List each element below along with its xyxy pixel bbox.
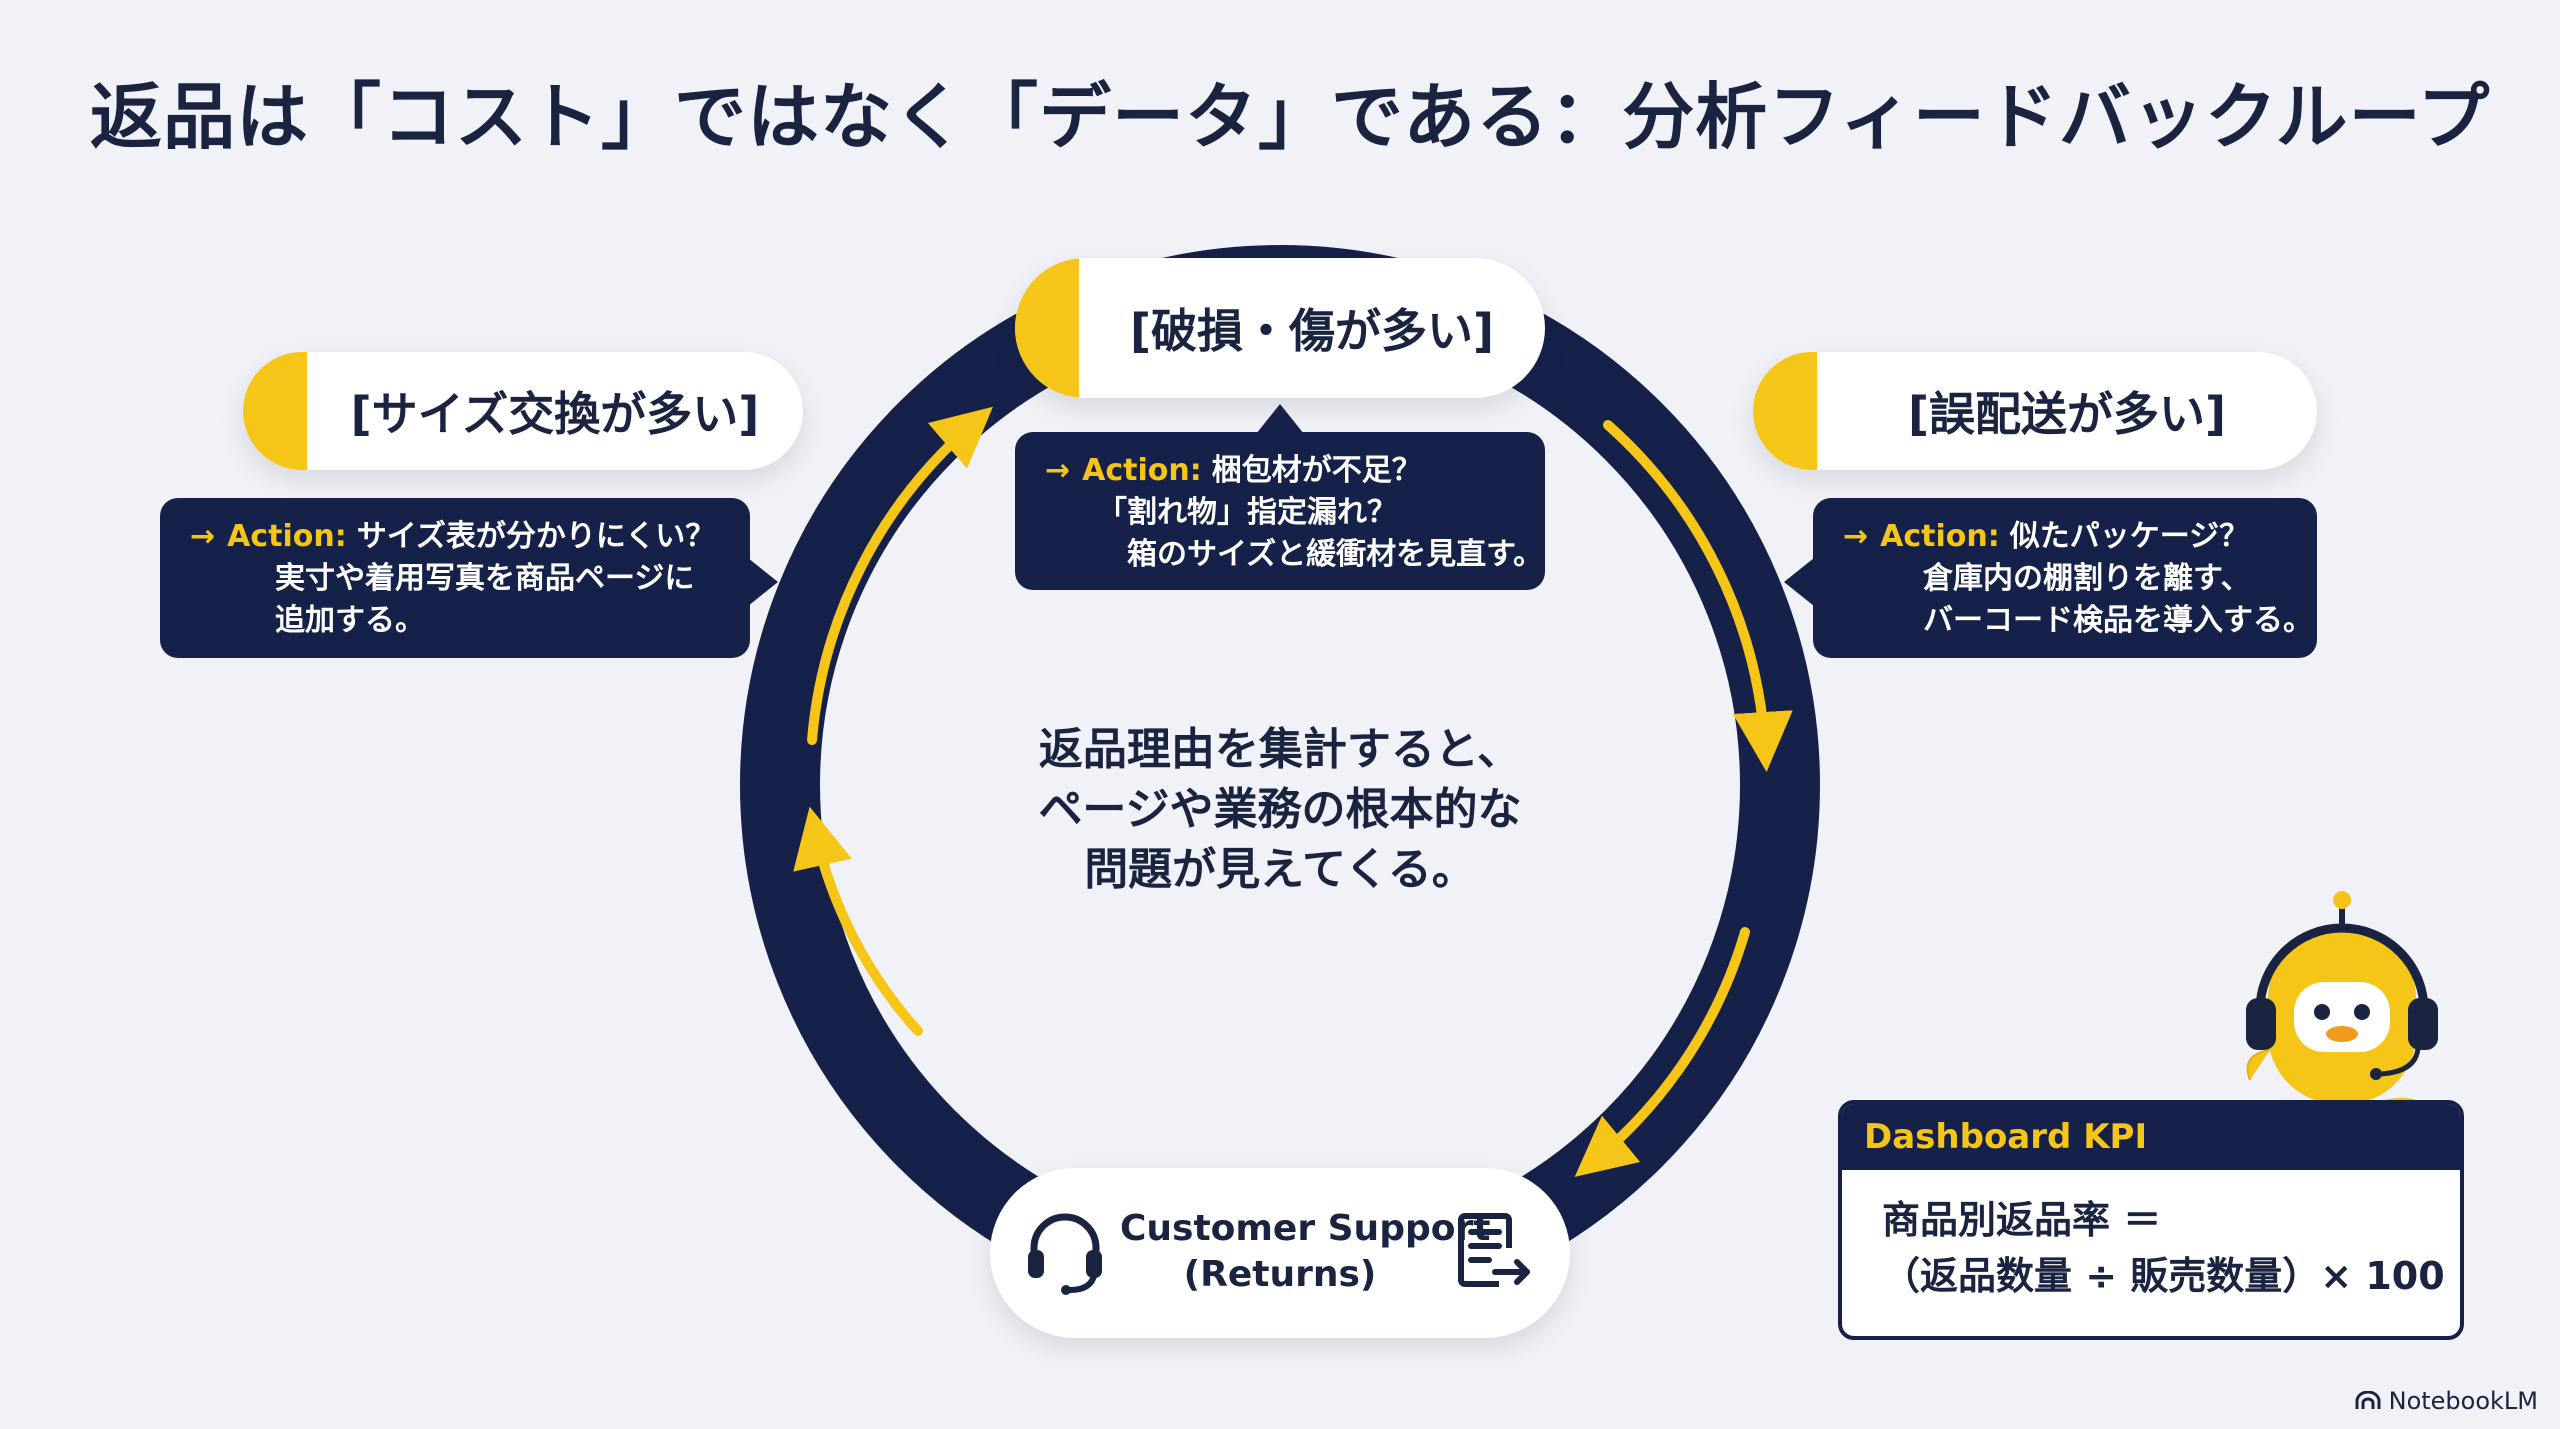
action-text: 追加する。: [275, 603, 425, 638]
callout-pointer: [1256, 404, 1304, 434]
node-size-exchange: [サイズ交換が多い]: [243, 352, 803, 470]
document-export-icon: [1458, 1213, 1530, 1287]
center-line: ページや業務の根本的な: [1038, 784, 1522, 835]
arrow-right-icon: →: [1045, 453, 1071, 488]
center-message: 返品理由を集計すると、 ページや業務の根本的な 問題が見えてくる。: [930, 720, 1630, 900]
center-line: 返品理由を集計すると、: [1038, 724, 1522, 775]
loop-arrow-right-lower: [1574, 927, 1750, 1177]
action-label: Action:: [1082, 453, 1202, 488]
action-text: 実寸や着用写真を商品ページに: [275, 561, 695, 596]
action-text: バーコード検品を導入する。: [1923, 603, 2313, 638]
loop-arrow-left-lower: [793, 806, 923, 1036]
action-label: Action:: [1880, 519, 2000, 554]
kpi-formula-line: （返品数量 ÷ 販売数量）× 100: [1882, 1254, 2445, 1298]
node-customer-support: Customer Support (Returns): [990, 1168, 1570, 1338]
robot-mascot-icon: [2246, 891, 2438, 1140]
kpi-header: Dashboard KPI: [1842, 1104, 2460, 1170]
action-label: Action:: [227, 519, 347, 554]
node-accent: [1015, 258, 1079, 398]
action-text: 「割れ物」指定漏れ？: [1097, 495, 1397, 530]
action-text: 箱のサイズと緩衝材を見直す。: [1127, 537, 1544, 572]
callout-damage: → Action: 梱包材が不足？ 「割れ物」指定漏れ？ 箱のサイズと緩衝材を見直す…: [1015, 432, 1545, 590]
callout-misdelivery: → Action: 似たパッケージ？ 倉庫内の棚割りを離す、 バーコード検品を導入す…: [1813, 498, 2317, 658]
node-accent: [1753, 352, 1817, 470]
brand-name: NotebookLM: [2388, 1387, 2538, 1415]
support-title: Customer Support: [1120, 1208, 1491, 1249]
action-text: 倉庫内の棚割りを離す、: [1923, 561, 2251, 596]
node-damage: [破損・傷が多い]: [1015, 258, 1545, 398]
callout-pointer: [748, 558, 778, 606]
brand-watermark: NotebookLM: [2355, 1387, 2538, 1415]
center-line: 問題が見えてくる。: [1084, 844, 1476, 895]
support-subtitle: (Returns): [1183, 1254, 1377, 1295]
dashboard-kpi-card: Dashboard KPI 商品別返品率 ＝ （返品数量 ÷ 販売数量）× 10…: [1838, 1100, 2464, 1340]
action-text: 梱包材が不足？: [1211, 453, 1422, 488]
node-accent: [243, 352, 307, 470]
headset-icon: [1028, 1213, 1102, 1295]
node-misdelivery: [誤配送が多い]: [1753, 352, 2317, 470]
page-title: 返品は「コスト」ではなく「データ」である：分析フィードバックループ: [90, 75, 2491, 159]
callout-pointer: [1784, 558, 1814, 606]
kpi-formula-line: 商品別返品率 ＝: [1882, 1198, 2162, 1242]
callout-size-exchange: → Action: サイズ表が分かりにくい？ 実寸や着用写真を商品ページに 追加する…: [160, 498, 750, 658]
action-text: 似たパッケージ？: [2009, 519, 2250, 554]
node-label: [サイズ交換が多い]: [350, 387, 760, 441]
arrow-right-icon: →: [1843, 519, 1869, 554]
loop-arrow-right-upper: [1603, 420, 1793, 772]
notebooklm-logo-icon: [2355, 1391, 2381, 1409]
action-text: サイズ表が分かりにくい？: [356, 519, 716, 554]
arrow-right-icon: →: [190, 519, 216, 554]
loop-arrow-left-upper: [807, 406, 993, 745]
node-label: [誤配送が多い]: [1907, 387, 2227, 441]
node-label: [破損・傷が多い]: [1129, 304, 1495, 358]
